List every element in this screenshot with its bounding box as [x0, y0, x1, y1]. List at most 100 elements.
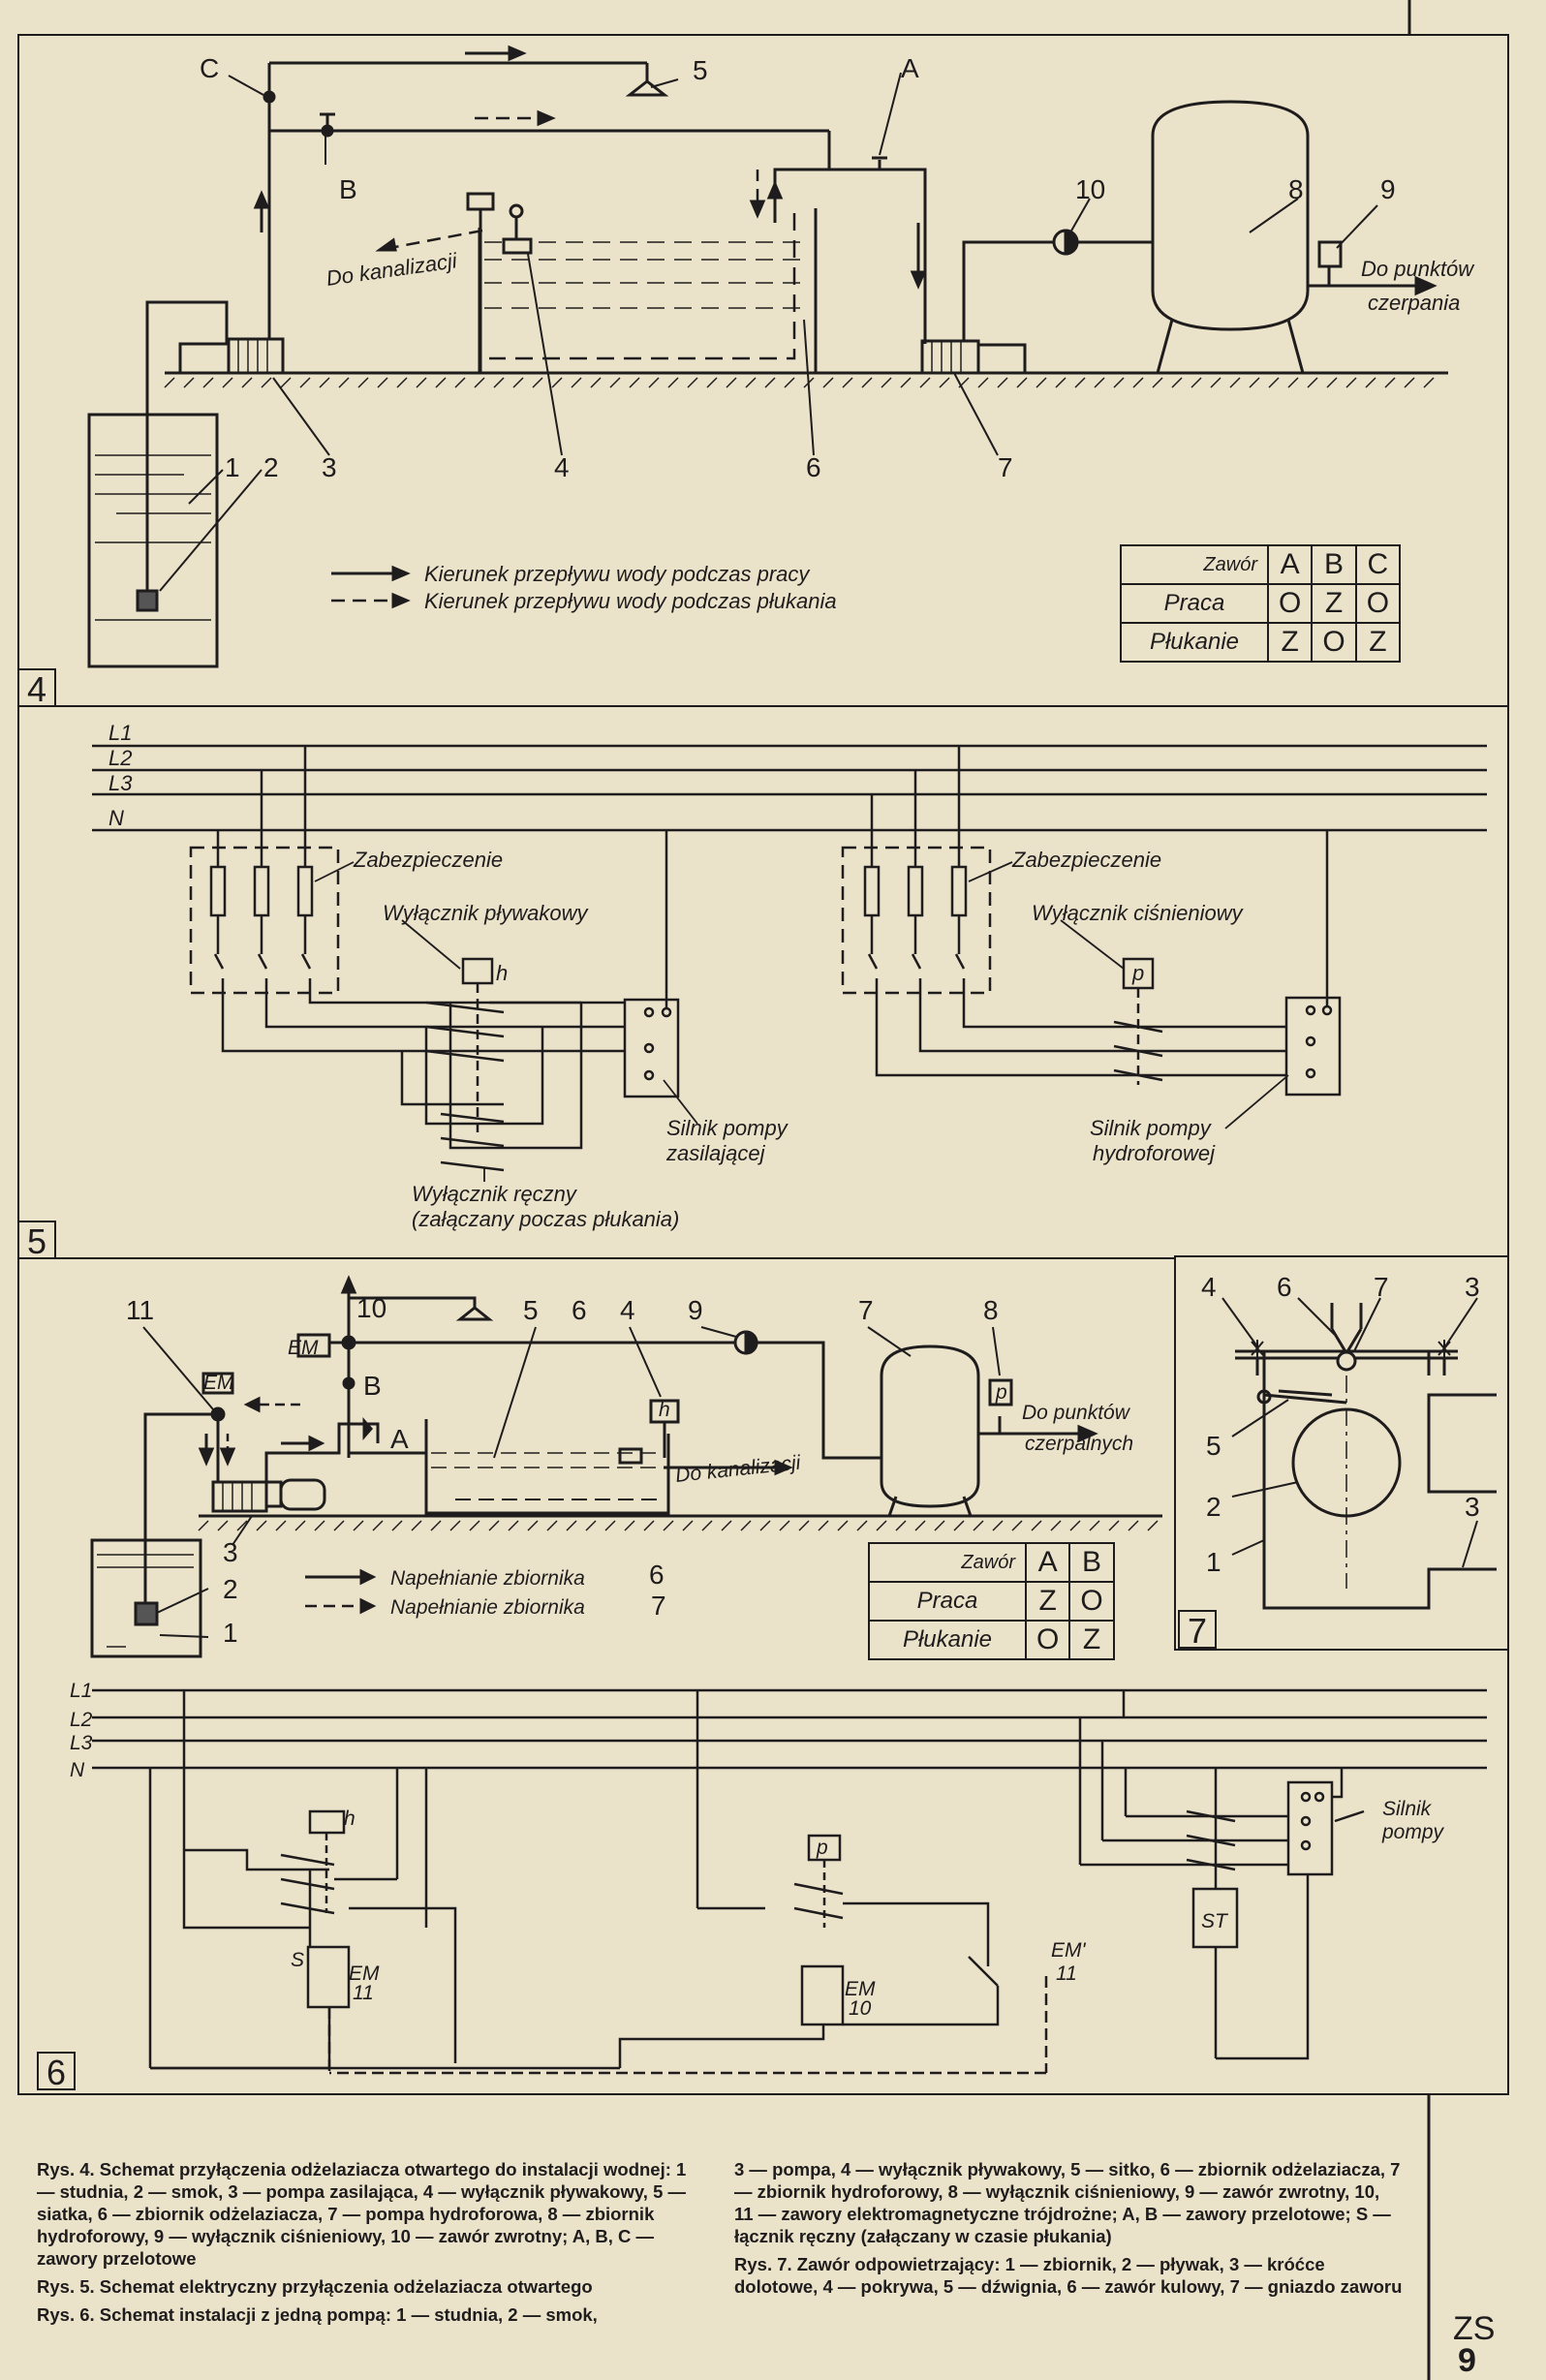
fig6-line-l2: L2 — [70, 1709, 93, 1731]
label-4: 4 — [554, 452, 570, 482]
fig6-label-7: 7 — [858, 1295, 874, 1325]
fig6-label-11: 11 — [126, 1295, 154, 1325]
fig5-manual-switch-line2: (załączany poczas płukania) — [412, 1207, 679, 1231]
fig4-valve-table: Zawór A B C Praca O Z O Płukanie Z O Z — [1120, 544, 1402, 663]
fig7-label-7: 7 — [1374, 1272, 1389, 1302]
fig6-table-corner-text: Zawór — [961, 1551, 1015, 1573]
caption-rys4: Rys. 4. Schemat przyłączenia odżelaziacz… — [37, 2159, 687, 2269]
valve-c-label: C — [200, 53, 219, 83]
fig6-row-plukanie: Płukanie — [868, 1620, 1027, 1660]
fig6-label-1: 1 — [223, 1618, 238, 1648]
valve-a-label: A — [901, 53, 919, 83]
fig6-legend-solid-num: 6 — [649, 1560, 665, 1590]
figure-4-number: 4 — [17, 668, 56, 709]
fig4-cell: O — [1311, 622, 1357, 663]
fig7-label-3a: 3 — [1465, 1272, 1480, 1302]
fig6-s-label: S — [291, 1949, 304, 1971]
label-8: 8 — [1288, 174, 1304, 204]
fig5-manual-switch-line1: Wyłącznik ręczny — [412, 1182, 578, 1206]
fig7-label-4: 4 — [1201, 1272, 1217, 1302]
figure-5-number: 5 — [17, 1221, 56, 1261]
fig6-valve-a: A — [390, 1424, 409, 1454]
fig6-legend-solid-text: Napełnianie zbiornika — [390, 1567, 585, 1590]
fig6-cell: Z — [1068, 1620, 1115, 1660]
fig5-protection-left: Zabezpieczenie — [353, 848, 503, 872]
fig6-row-praca: Praca — [868, 1581, 1027, 1622]
figure-7-panel — [1174, 1255, 1509, 1651]
fig6-valve-b: B — [363, 1371, 382, 1401]
fig5-line-l2: L2 — [108, 746, 132, 770]
fig6-label-5: 5 — [523, 1295, 539, 1325]
fig6-legend-dashed-num: 7 — [651, 1591, 666, 1621]
fig6-motor-line1: Silnik — [1382, 1798, 1433, 1820]
fig4-row-plukanie: Płukanie — [1120, 622, 1269, 663]
fig5-line-l3: L3 — [108, 771, 133, 795]
figure-6-panel — [17, 1257, 1509, 2095]
fig4-col-b: B — [1311, 544, 1357, 585]
fig6-cell: O — [1024, 1620, 1071, 1660]
fig6-em10-num: 10 — [849, 1997, 872, 2020]
fig6-col-b: B — [1068, 1542, 1115, 1583]
fig6-st-label: ST — [1201, 1910, 1229, 1932]
label-7: 7 — [998, 452, 1013, 482]
label-2: 2 — [263, 452, 279, 482]
label-6: 6 — [806, 452, 821, 482]
label-5: 5 — [693, 55, 708, 85]
fig6-line-n: N — [70, 1759, 85, 1781]
legend-solid-text: Kierunek przepływu wody podczas pracy — [424, 562, 811, 586]
fig5-motor-feed-line2: zasilającej — [665, 1141, 766, 1165]
fig4-col-c: C — [1354, 544, 1402, 585]
caption-rys6-part1: Rys. 6. Schemat instalacji z jedną pompą… — [37, 2304, 598, 2325]
fig5-protection-right: Zabezpieczenie — [1011, 848, 1161, 872]
fig6-label-8: 8 — [983, 1295, 999, 1325]
label-1: 1 — [225, 452, 240, 482]
fig6-motor-line2: pompy — [1381, 1821, 1445, 1843]
legend-dashed-text: Kierunek przepływu wody podczas płukania — [424, 589, 837, 613]
fig5-p-symbol: p — [1131, 961, 1144, 985]
figure-6-number: 6 — [37, 2052, 76, 2092]
fig4-col-a: A — [1266, 544, 1314, 585]
fig6-em10-label: EM — [845, 1978, 876, 2000]
fig6-label-2: 2 — [223, 1574, 238, 1604]
fig5-motor-hydro-line2: hydroforowej — [1093, 1141, 1216, 1165]
caption-column-right: 3 — pompa, 4 — wyłącznik pływakowy, 5 — … — [734, 2158, 1403, 2303]
fig4-cell: Z — [1354, 622, 1402, 663]
fig5-h-symbol: h — [496, 961, 508, 985]
fig6-delivery-line1: Do punktów — [1022, 1402, 1131, 1424]
fig5-motor-feed-line1: Silnik pompy — [666, 1116, 789, 1140]
fig7-label-6: 6 — [1277, 1272, 1292, 1302]
caption-rys5: Rys. 5. Schemat elektryczny przyłączenia… — [37, 2276, 593, 2297]
fig5-pressure-switch-label: Wyłącznik ciśnieniowy — [1032, 901, 1245, 925]
fig6-h2-symbol: h — [344, 1808, 356, 1830]
fig6-em11-num: 11 — [353, 1982, 374, 2004]
valve-b-label: B — [339, 174, 357, 204]
fig4-cell: O — [1354, 583, 1402, 624]
fig4-row-praca: Praca — [1120, 583, 1269, 624]
caption-rys6-part2: 3 — pompa, 4 — wyłącznik pływakowy, 5 — … — [734, 2159, 1401, 2246]
fig7-label-3b: 3 — [1465, 1492, 1480, 1522]
fig4-cell: Z — [1266, 622, 1314, 663]
fig4-cell: Z — [1311, 583, 1357, 624]
fig6-p2-symbol: p — [816, 1837, 828, 1859]
delivery-label-line2: czerpania — [1368, 291, 1460, 315]
fig6-h-symbol: h — [659, 1399, 670, 1421]
fig6-line-l1: L1 — [70, 1680, 92, 1702]
fig5-motor-hydro-line1: Silnik pompy — [1090, 1116, 1213, 1140]
fig6-em-prime-label: EM' — [1051, 1939, 1087, 1962]
fig6-table-corner: Zawór — [868, 1542, 1027, 1583]
fig6-delivery-line2: czerpalnych — [1025, 1433, 1133, 1455]
label-3: 3 — [322, 452, 337, 482]
fig6-label-6: 6 — [572, 1295, 587, 1325]
fig5-line-l1: L1 — [108, 721, 132, 745]
fig4-table-corner-text: Zawór — [1203, 553, 1257, 575]
fig6-cell: Z — [1024, 1581, 1071, 1622]
figure-7-number: 7 — [1178, 1610, 1217, 1651]
fig5-line-n: N — [108, 806, 124, 830]
fig6-em11-label: EM — [349, 1963, 380, 1985]
fig5-float-switch-label: Wyłącznik pływakowy — [383, 901, 589, 925]
page-journal-code: ZS — [1453, 2310, 1496, 2347]
